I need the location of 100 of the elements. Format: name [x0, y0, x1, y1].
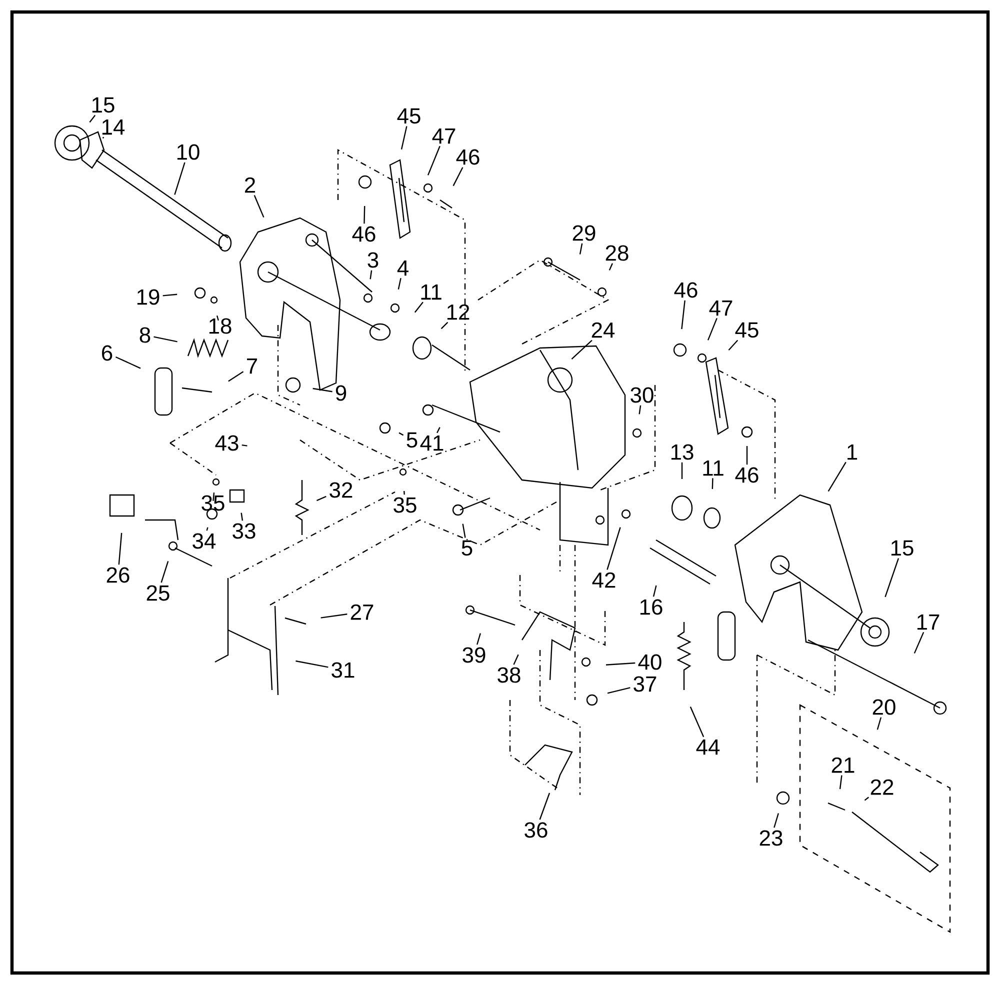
leader-line	[115, 356, 141, 369]
callout-number: 41	[420, 435, 444, 451]
leader-line	[364, 206, 366, 224]
leader-line	[690, 706, 704, 738]
leader-line	[638, 405, 642, 414]
callout-number: 44	[696, 739, 720, 755]
callout-number: 25	[146, 585, 170, 601]
leader-line	[579, 243, 583, 254]
leader-line	[712, 478, 714, 490]
callout-number: 36	[524, 822, 548, 838]
callout-number: 37	[634, 676, 656, 692]
leader-line	[254, 195, 264, 218]
leader-line	[608, 263, 613, 271]
leader-line	[436, 427, 440, 434]
leader-line	[828, 462, 846, 492]
callout-number: 47	[709, 300, 732, 316]
callout-number: 43	[215, 435, 238, 451]
callout-number: 5	[462, 540, 472, 556]
leader-line	[884, 558, 900, 598]
leader-line	[746, 446, 748, 465]
leader-line	[728, 340, 738, 350]
leader-line	[316, 496, 326, 502]
leader-line	[102, 136, 104, 139]
callout-number: 34	[192, 533, 216, 549]
leader-line	[681, 300, 686, 330]
leader-line	[914, 632, 924, 654]
leader-line	[242, 444, 248, 446]
callout-number: 23	[760, 830, 782, 846]
leader-line	[162, 294, 178, 296]
callout-number: 26	[106, 567, 130, 583]
callout-number: 45	[735, 322, 758, 338]
callout-number: 12	[447, 304, 470, 320]
leader-line	[607, 687, 630, 694]
leader-line	[774, 813, 779, 828]
callout-number: 39	[462, 647, 486, 663]
leader-line	[864, 796, 869, 801]
callout-number: 8	[140, 327, 150, 343]
leader-line	[206, 527, 208, 531]
leader-line	[440, 322, 448, 330]
callout-number: 28	[606, 245, 628, 261]
leader-line	[876, 717, 882, 730]
callout-number: 20	[872, 699, 896, 715]
callout-number: 22	[870, 779, 894, 795]
leader-line	[606, 527, 621, 570]
callout-number: 24	[592, 322, 615, 338]
leader-line	[160, 561, 169, 583]
callout-number: 11	[703, 460, 724, 476]
leader-line	[452, 167, 464, 186]
callout-number: 30	[630, 387, 654, 403]
callout-number: 18	[209, 318, 232, 334]
leader-line	[839, 775, 842, 790]
callout-number: 42	[592, 572, 616, 588]
callout-number: 9	[336, 385, 346, 401]
leader-line	[154, 336, 178, 342]
callout-number: 32	[330, 482, 352, 498]
leader-line	[462, 524, 466, 538]
callout-number: 15	[891, 540, 914, 556]
callout-number: 33	[232, 523, 256, 539]
leader-line	[427, 146, 440, 176]
callout-number: 10	[177, 144, 200, 160]
callout-number: 21	[832, 757, 854, 773]
leader-line	[240, 512, 244, 521]
callout-number: 7	[247, 358, 258, 374]
leader-line	[513, 654, 519, 665]
callout-number: 17	[917, 614, 940, 630]
leader-line	[398, 278, 402, 290]
leader-line	[404, 490, 405, 495]
callout-number: 2	[244, 177, 256, 193]
callout-number: 35	[394, 497, 416, 513]
callout-number: 16	[640, 599, 662, 615]
callout-number: 11	[421, 284, 442, 300]
leader-line	[681, 462, 683, 479]
leader-line	[707, 318, 718, 340]
callout-number: 5	[406, 432, 418, 448]
callout-number: 38	[498, 667, 520, 683]
leader-line	[400, 126, 408, 150]
callout-number: 35	[202, 495, 224, 511]
callout-number: 46	[456, 149, 480, 165]
leader-line	[571, 340, 592, 360]
leader-line	[118, 532, 122, 565]
callout-number: 3	[368, 252, 378, 268]
callout-number: 15	[92, 97, 114, 113]
callout-number: 40	[638, 654, 662, 670]
callout-number: 46	[735, 467, 758, 483]
callout-number: 1	[848, 444, 858, 460]
callout-number: 14	[102, 119, 125, 135]
callout-number: 31	[332, 662, 354, 678]
leader-line	[89, 114, 96, 123]
callout-number: 46	[674, 282, 698, 298]
leader-line	[320, 614, 348, 618]
callout-number: 27	[350, 604, 374, 620]
leader-line	[539, 792, 550, 820]
leader-line	[212, 492, 215, 501]
leader-line	[370, 270, 372, 280]
callout-number: 45	[397, 108, 420, 124]
leader-line	[476, 633, 481, 645]
callout-number: 29	[572, 225, 596, 241]
leader-line	[216, 315, 219, 321]
leader-line	[606, 662, 636, 666]
leader-line	[398, 432, 404, 436]
